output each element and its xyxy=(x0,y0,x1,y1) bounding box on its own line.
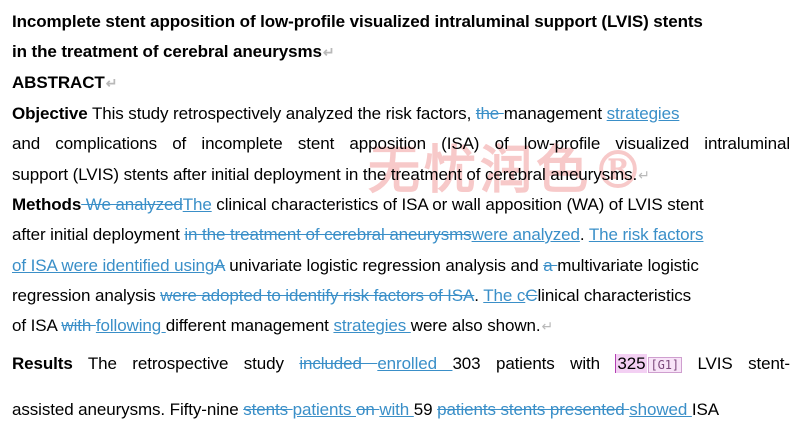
tracked-deletion[interactable]: in the treatment of cerebral aneurysms xyxy=(184,225,472,244)
objective-label: Objective xyxy=(12,104,88,123)
tracked-insertion[interactable]: The risk factors xyxy=(588,225,704,244)
paragraph-mark: ↵ xyxy=(638,167,650,183)
tracked-deletion[interactable]: the xyxy=(475,104,504,123)
tracked-deletion[interactable]: a xyxy=(543,256,558,275)
objective-line-1: Objective This study retrospectively ana… xyxy=(12,104,680,123)
document-title-line-2: in the treatment of cerebral aneurysms↵ xyxy=(12,41,790,63)
commented-text[interactable]: 325 xyxy=(615,354,647,373)
results-line-1: Results The retrospective study included… xyxy=(12,354,790,373)
paragraph-mark: ↵ xyxy=(105,75,118,91)
tracked-insertion[interactable]: The xyxy=(182,195,212,214)
tracked-insertion[interactable]: of ISA were identified using xyxy=(12,256,215,275)
document-title: Incomplete stent apposition of low-profi… xyxy=(12,11,790,33)
results-line-2: assisted aneurysms. Fifty-nine stents pa… xyxy=(12,400,719,419)
methods-line-3: of ISA were identified usingA univariate… xyxy=(12,256,699,275)
tracked-deletion[interactable]: stents xyxy=(243,400,293,419)
methods-line-2: after initial deployment in the treatmen… xyxy=(12,225,704,244)
methods-line-1: Methods We analyzedThe clinical characte… xyxy=(12,195,704,214)
tracked-deletion[interactable]: on xyxy=(355,400,380,419)
tracked-insertion[interactable]: strategies xyxy=(333,316,411,335)
tracked-deletion[interactable]: C xyxy=(525,286,538,305)
tracked-insertion[interactable]: patients xyxy=(292,400,356,419)
results-label: Results xyxy=(12,354,73,373)
objective-line-3: support (LVIS) stents after initial depl… xyxy=(12,165,650,184)
objective-line-2: and complications of incomplete stent ap… xyxy=(12,134,790,153)
tracked-deletion[interactable]: included xyxy=(299,354,378,373)
tracked-insertion[interactable]: following xyxy=(95,316,166,335)
tracked-deletion[interactable]: A xyxy=(214,256,225,275)
tracked-deletion[interactable]: patients stents presented xyxy=(437,400,630,419)
title-line-2: in the treatment of cerebral aneurysms xyxy=(12,42,322,61)
paragraph-mark: ↵ xyxy=(541,318,554,334)
tracked-insertion[interactable]: The c xyxy=(483,286,526,305)
tracked-deletion[interactable]: with xyxy=(61,316,96,335)
abstract-heading: ABSTRACT↵ xyxy=(12,73,118,92)
methods-label: Methods xyxy=(12,195,82,214)
paragraph-mark: ↵ xyxy=(322,44,335,60)
tracked-deletion[interactable]: were adopted to identify risk factors of… xyxy=(160,286,475,305)
tracked-deletion[interactable]: We analyzed xyxy=(81,195,183,214)
tracked-insertion[interactable]: were analyzed xyxy=(471,225,580,244)
tracked-insertion[interactable]: with xyxy=(379,400,414,419)
methods-line-5: of ISA with following different manageme… xyxy=(12,316,554,335)
tracked-insertion[interactable]: showed xyxy=(629,400,692,419)
tracked-insertion[interactable]: strategies xyxy=(606,104,680,123)
title-line-1: Incomplete stent apposition of low-profi… xyxy=(12,12,703,31)
comment-marker[interactable]: [G1] xyxy=(647,357,682,373)
methods-line-4: regression analysis were adopted to iden… xyxy=(12,286,692,305)
tracked-insertion[interactable]: enrolled xyxy=(377,354,453,373)
